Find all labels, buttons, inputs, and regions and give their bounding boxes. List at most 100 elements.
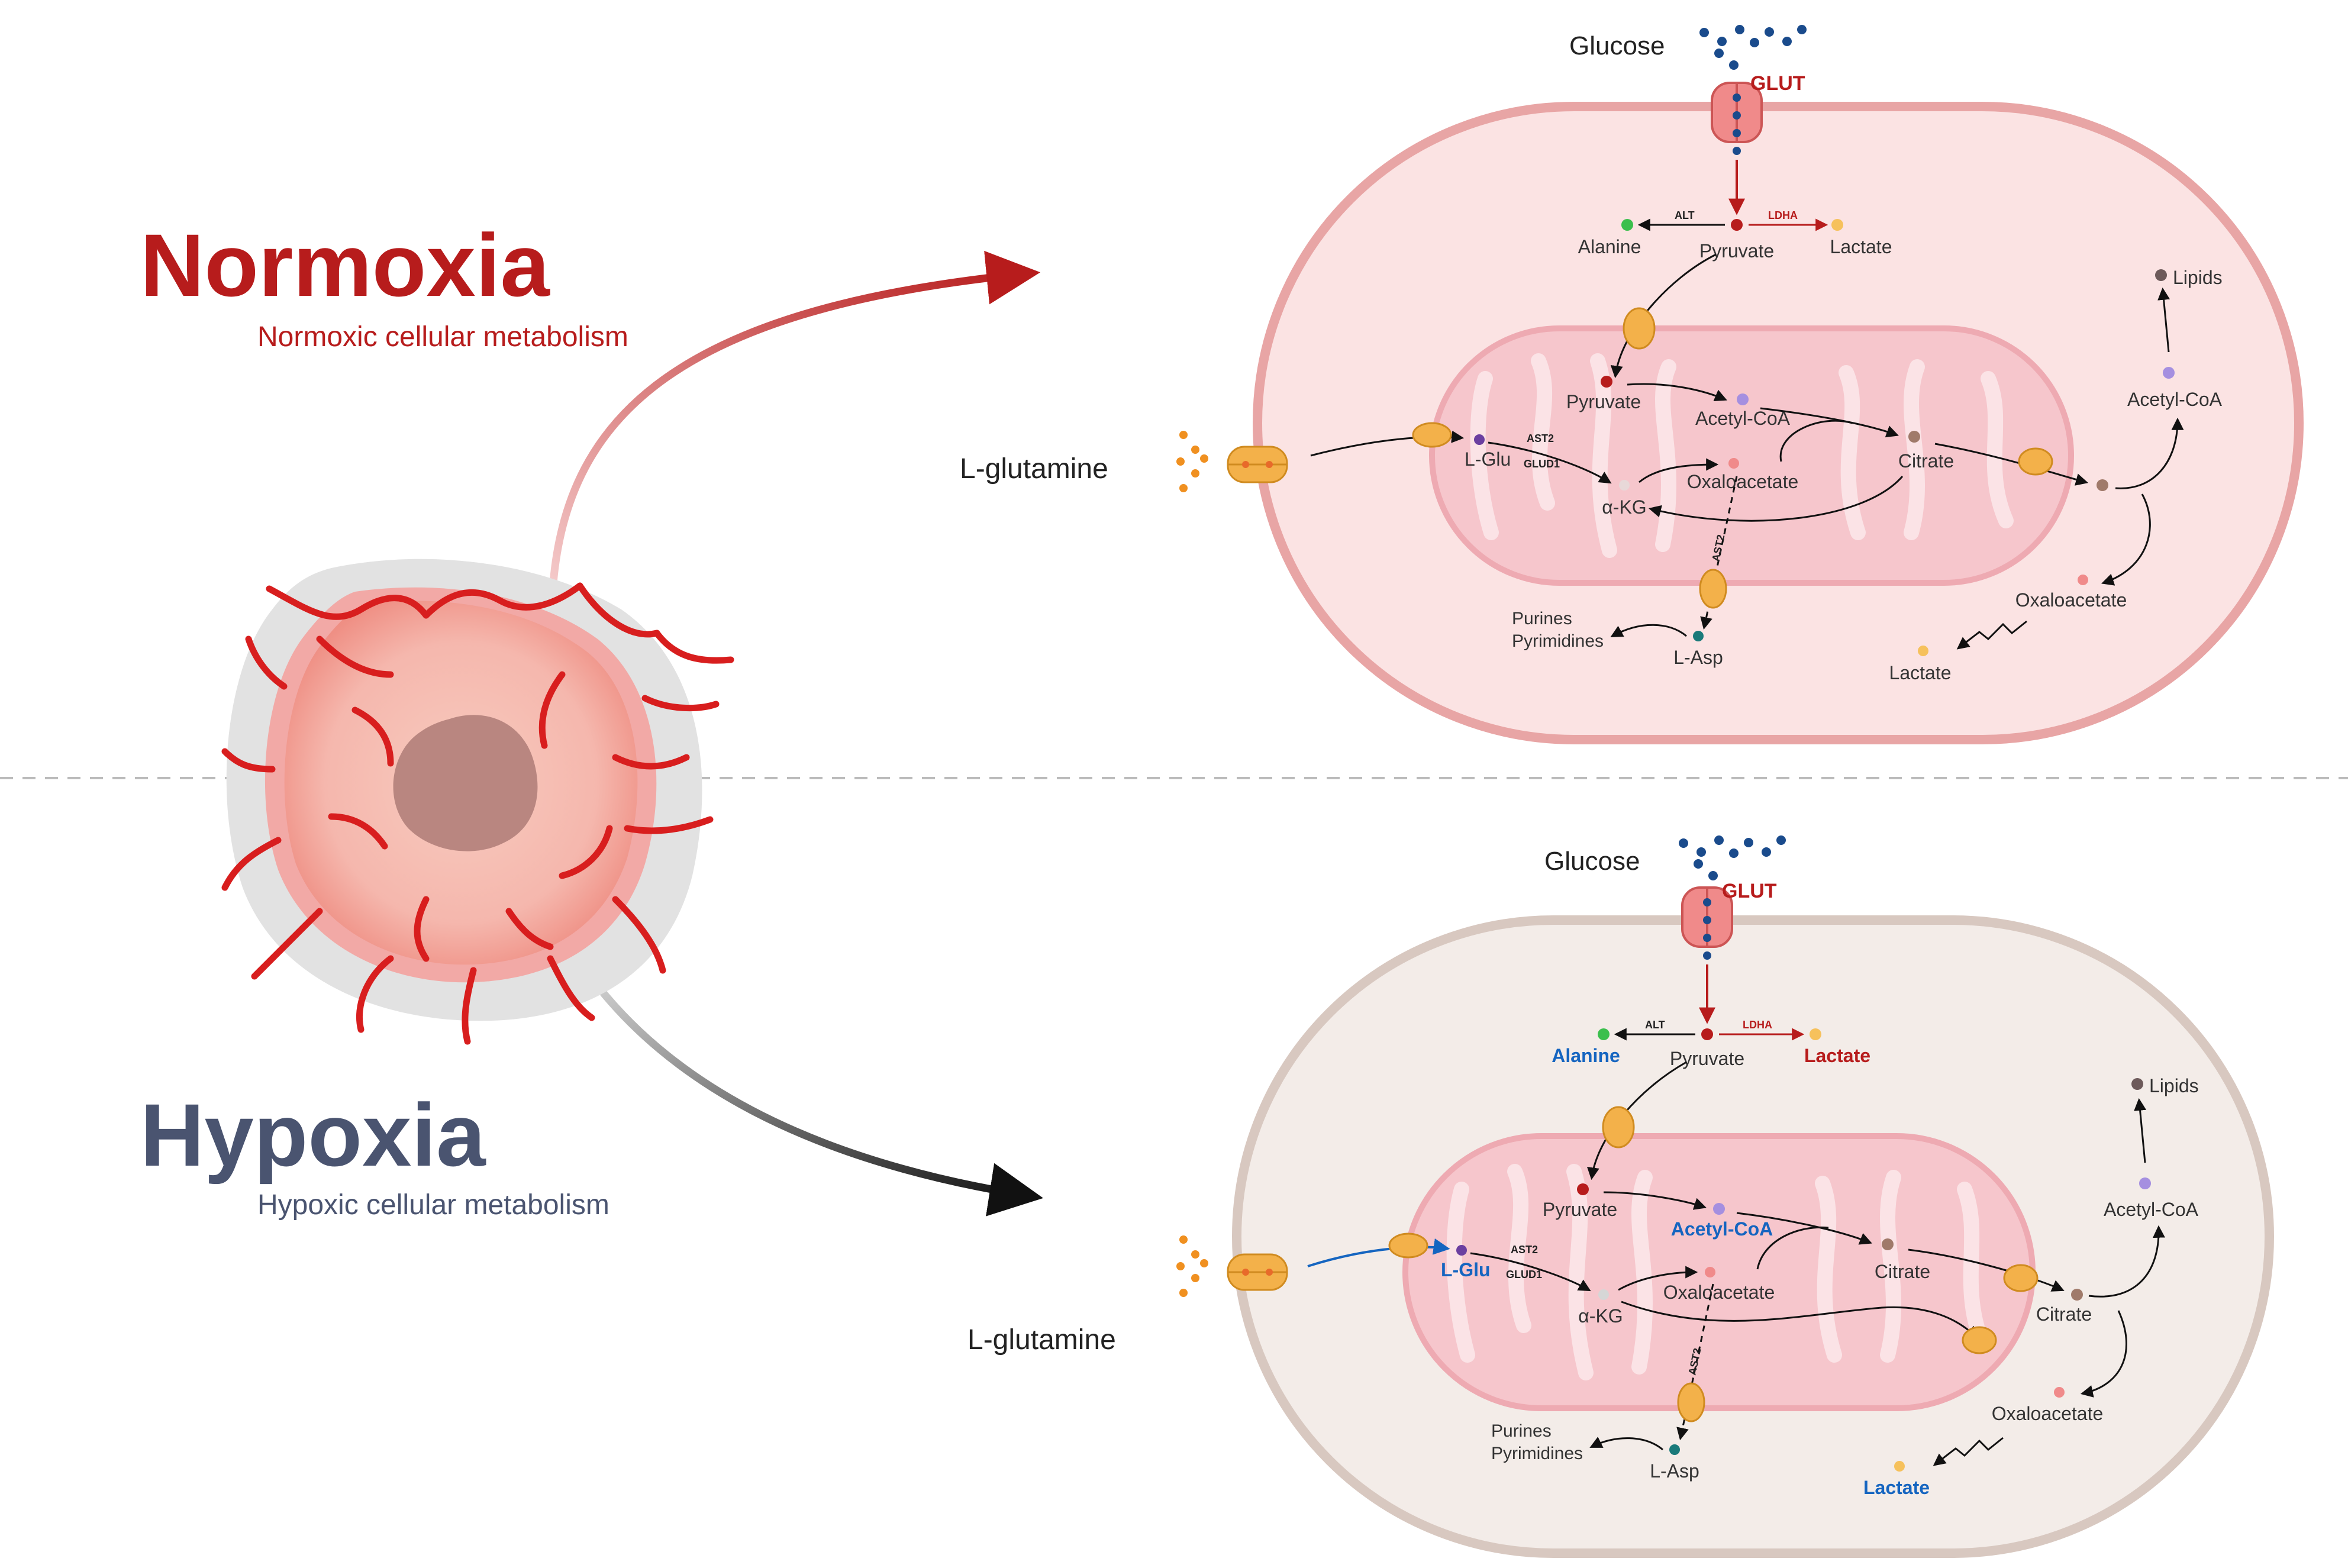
normoxia-akg-dot (1619, 480, 1630, 491)
hypoxia-citrate-to-acetylcoa-arrow (2088, 1225, 2165, 1298)
normoxia-glut-transporter (1711, 82, 1763, 155)
normoxia-lactate-dot (1831, 219, 1843, 231)
hypoxia-mito-citrate-dot (1882, 1238, 1894, 1250)
normoxia-glutamine-dots (1176, 431, 1208, 492)
normoxia-cyto-oxaloacetate-label: Oxaloacetate (2015, 589, 2127, 611)
normoxia-pyrimidines-label: Pyrimidines (1512, 631, 1604, 651)
hypoxia-ast2-transporter (1677, 1382, 1705, 1422)
normoxia-pyruvate-into-mito-arrow (1610, 253, 1717, 379)
normoxia-mitochondrion (1429, 325, 2074, 586)
hypoxia-pyruvate-label: Pyruvate (1670, 1048, 1744, 1069)
hypoxia-cyto-lactate-label: Lactate (1863, 1477, 1930, 1498)
hypoxia-mito-acetylcoa-label: Acetyl-CoA (1671, 1218, 1773, 1240)
normoxia-ast2-label: AST2 (1527, 433, 1554, 444)
hypoxia-reductive-transporter (1962, 1326, 1997, 1354)
hypoxia-mito-pyruvate-transporter (1602, 1106, 1635, 1148)
hypoxia-cyto-acetylcoa-label: Acetyl-CoA (2104, 1199, 2199, 1220)
normoxia-pyruvate-dot (1731, 219, 1743, 231)
normoxia-cyto-acetylcoa-dot (2163, 367, 2175, 379)
normoxia-mito-pyruvate-label: Pyruvate (1566, 391, 1641, 412)
normoxia-lipids-dot (2155, 269, 2167, 281)
hypoxia-title: Hypoxia (140, 1085, 486, 1185)
hypoxia-pyruvate-dot (1701, 1028, 1713, 1040)
normoxia-lactate-label: Lactate (1830, 236, 1892, 257)
normoxia-citrate-to-acetylcoa-arrow (2115, 417, 2184, 489)
hypoxia-alanine-dot (1598, 1028, 1610, 1040)
normoxia-pyruvate-to-acetylcoa-arrow (1627, 383, 1727, 402)
normoxia-glu-to-akg-arrow (1488, 441, 1612, 484)
hypoxia-alanine-label: Alanine (1552, 1045, 1620, 1066)
hypoxia-acetylcoa-to-citrate-arrow (1736, 1212, 1872, 1245)
hypoxia-l-asp-dot (1669, 1444, 1680, 1455)
hypoxia-glutamine-dots (1176, 1235, 1208, 1297)
hypoxia-alt-label: ALT (1645, 1019, 1665, 1031)
normoxia-l-asp-label: L-Asp (1673, 647, 1723, 668)
hypoxia-oxaloacetate-to-citrate-arrow (1756, 1226, 1829, 1270)
hypoxia-akg-label: α-KG (1578, 1305, 1623, 1327)
hypoxia-cyto-lactate-dot (1894, 1461, 1905, 1472)
normoxia-oxaloacetate-to-lactate-arrows (1956, 620, 2027, 650)
normoxia-alanine-label: Alanine (1578, 236, 1641, 257)
hypoxia-lipids-label: Lipids (2149, 1075, 2199, 1096)
hypoxia-mito-citrate-label: Citrate (1875, 1261, 1930, 1282)
normoxia-purines-label: Purines (1512, 609, 1572, 628)
normoxia-mito-glu-transporter (1412, 422, 1452, 448)
normoxia-glucose-label: Glucose (1569, 31, 1665, 60)
normoxia-mito-acetylcoa-label: Acetyl-CoA (1695, 408, 1791, 429)
hypoxia-glu-to-akg-arrow (1470, 1252, 1591, 1292)
hypoxia-mitochondrion (1402, 1133, 2036, 1411)
hypoxia-subtitle: Hypoxic cellular metabolism (257, 1189, 609, 1221)
hypoxia-oxaloacetate-to-lactate-arrows (1933, 1437, 2004, 1466)
hypoxia-ldha-label: LDHA (1743, 1019, 1772, 1031)
normoxia-l-glu-dot (1474, 434, 1485, 445)
hypoxia-mito-pyruvate-label: Pyruvate (1543, 1199, 1617, 1220)
normoxia-asp-to-nucleotides-arrow (1610, 624, 1687, 638)
hypoxia-cyto-oxaloacetate-dot (2054, 1387, 2065, 1398)
normoxia-arrow (549, 250, 1041, 583)
hypoxia-citrate-to-oxaloacetate-arrow (2080, 1310, 2127, 1398)
normoxia-alanine-dot (1621, 219, 1633, 231)
normoxia-glut-label: GLUT (1750, 72, 1805, 95)
normoxia-citrate-transporter (2018, 447, 2053, 476)
normoxia-akg-to-oxaloacetate-arrow (1639, 458, 1719, 483)
normoxia-glucose-dots (1699, 25, 1807, 70)
hypoxia-ast2-label: AST2 (1511, 1244, 1538, 1256)
normoxia-mito-acetylcoa-dot (1737, 393, 1749, 405)
normoxia-subtitle: Normoxic cellular metabolism (257, 321, 628, 353)
hypoxia-glut-label: GLUT (1722, 880, 1777, 902)
hypoxia-glucose-dots (1679, 835, 1786, 880)
normoxia-ast2-transporter (1699, 569, 1727, 609)
hypoxia-mito-glu-transporter (1388, 1233, 1428, 1259)
hypoxia-cyto-oxaloacetate-label: Oxaloacetate (1992, 1403, 2104, 1424)
normoxia-citrate-to-akg-arrow (1648, 476, 1904, 522)
normoxia-mito-pyruvate-transporter (1623, 307, 1656, 350)
hypoxia-l-glu-dot (1456, 1245, 1467, 1256)
normoxia-glutamine-transporter (1227, 446, 1288, 483)
hypoxia-mito-acetylcoa-dot (1713, 1203, 1725, 1215)
normoxia-acetylcoa-to-lipids-arrow (2157, 287, 2170, 353)
hypoxia-mito-pyruvate-dot (1577, 1183, 1589, 1195)
hypoxia-akg-reductive-arrow (1621, 1301, 1978, 1339)
hypoxia-purines-label: Purines (1491, 1421, 1552, 1441)
hypoxia-cyto-citrate-dot (2071, 1289, 2083, 1301)
hypoxia-akg-dot (1598, 1289, 1609, 1300)
hypoxia-l-glutamine-label: L-glutamine (967, 1324, 1116, 1356)
hypoxia-lactate-dot (1810, 1028, 1821, 1040)
normoxia-l-glu-label: L-Glu (1465, 449, 1511, 470)
normoxia-cyto-lactate-label: Lactate (1889, 662, 1952, 683)
hypoxia-asp-to-nucleotides-arrow (1589, 1437, 1663, 1451)
hypoxia-citrate-export-arrow (1908, 1248, 2065, 1292)
hypoxia-lactate-label: Lactate (1804, 1045, 1870, 1066)
normoxia-lipids-label: Lipids (2173, 267, 2223, 288)
normoxia-cell: Glucose GLUT Pyruvate ALT Alanine LDHA L… (960, 25, 2304, 744)
hypoxia-arrow (582, 968, 1043, 1217)
normoxia-acetylcoa-to-citrate-arrow (1760, 407, 1899, 438)
tumor-illustration (221, 559, 734, 1045)
hypoxia-lipids-dot (2131, 1078, 2143, 1090)
hypoxia-citrate-label: Citrate (2036, 1304, 2092, 1325)
hypoxia-akg-to-oxaloacetate-arrow (1618, 1266, 1698, 1291)
normoxia-pyruvate-label: Pyruvate (1699, 240, 1774, 262)
normoxia-l-asp-dot (1693, 631, 1704, 641)
hypoxia-glutamine-transporter (1227, 1253, 1288, 1291)
normoxia-l-glutamine-label: L-glutamine (960, 453, 1108, 485)
